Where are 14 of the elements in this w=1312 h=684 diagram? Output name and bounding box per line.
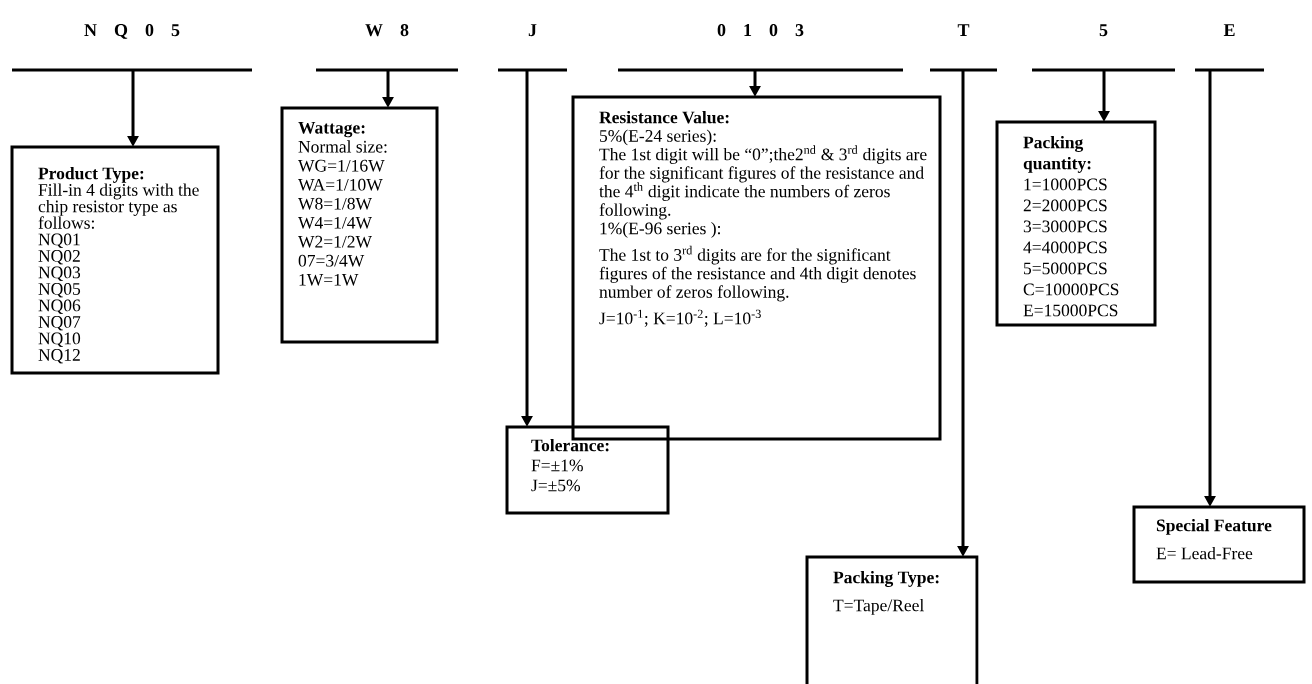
description-box: Wattage: Normal size: WG=1/16W WA=1/10W W8=1/8W W4=1/4W W2=1/2W 07=3/4W 1W=1W (280, 106, 439, 344)
description-box: Tolerance: F=±1% J=±5% (505, 425, 670, 515)
code-segment: N Q 0 5 (12, 24, 252, 72)
description-box: Special Feature E= Lead-Free (1132, 505, 1306, 584)
description-box: Product Type: Fill-in 4 digits with the chip resistor type as follows: NQ01 NQ02 NQ03 NQ05 NQ06 NQ07 NQ10 NQ12 (10, 145, 220, 375)
description-box: Packing Type: T=Tape/Reel (805, 555, 979, 684)
description-box: Packing quantity: 1=1000PCS 2=2000PCS 3=3000PCS 4=4000PCS 5=5000PCS C=10000PCS E=15000PCS (995, 120, 1157, 327)
code-segment: 0 1 0 3 (618, 24, 903, 72)
code-segment: 5 (1032, 24, 1175, 72)
description-box: Resistance Value: 5%(E-24 series): The 1st digit will be “0”;the2$^{nd}$ & 3$^{rd}$ digits are for the significant figures of the resistance and the 4$^{th}$ digit indicate the numbers of zeros following. 1%(E-96 series ): The 1st to 3$^{rd}$ digits are for the significant figures of the resistance and 4th digit denotes number of zeros following. J=10$^{-1}$; K=10$^{-2}$; L=10$^{-3}$ (571, 95, 942, 441)
code-segment: J (498, 24, 567, 72)
code-segment: E (1195, 24, 1264, 72)
code-segment: T (930, 24, 997, 72)
code-segment: W 8 (316, 24, 458, 72)
